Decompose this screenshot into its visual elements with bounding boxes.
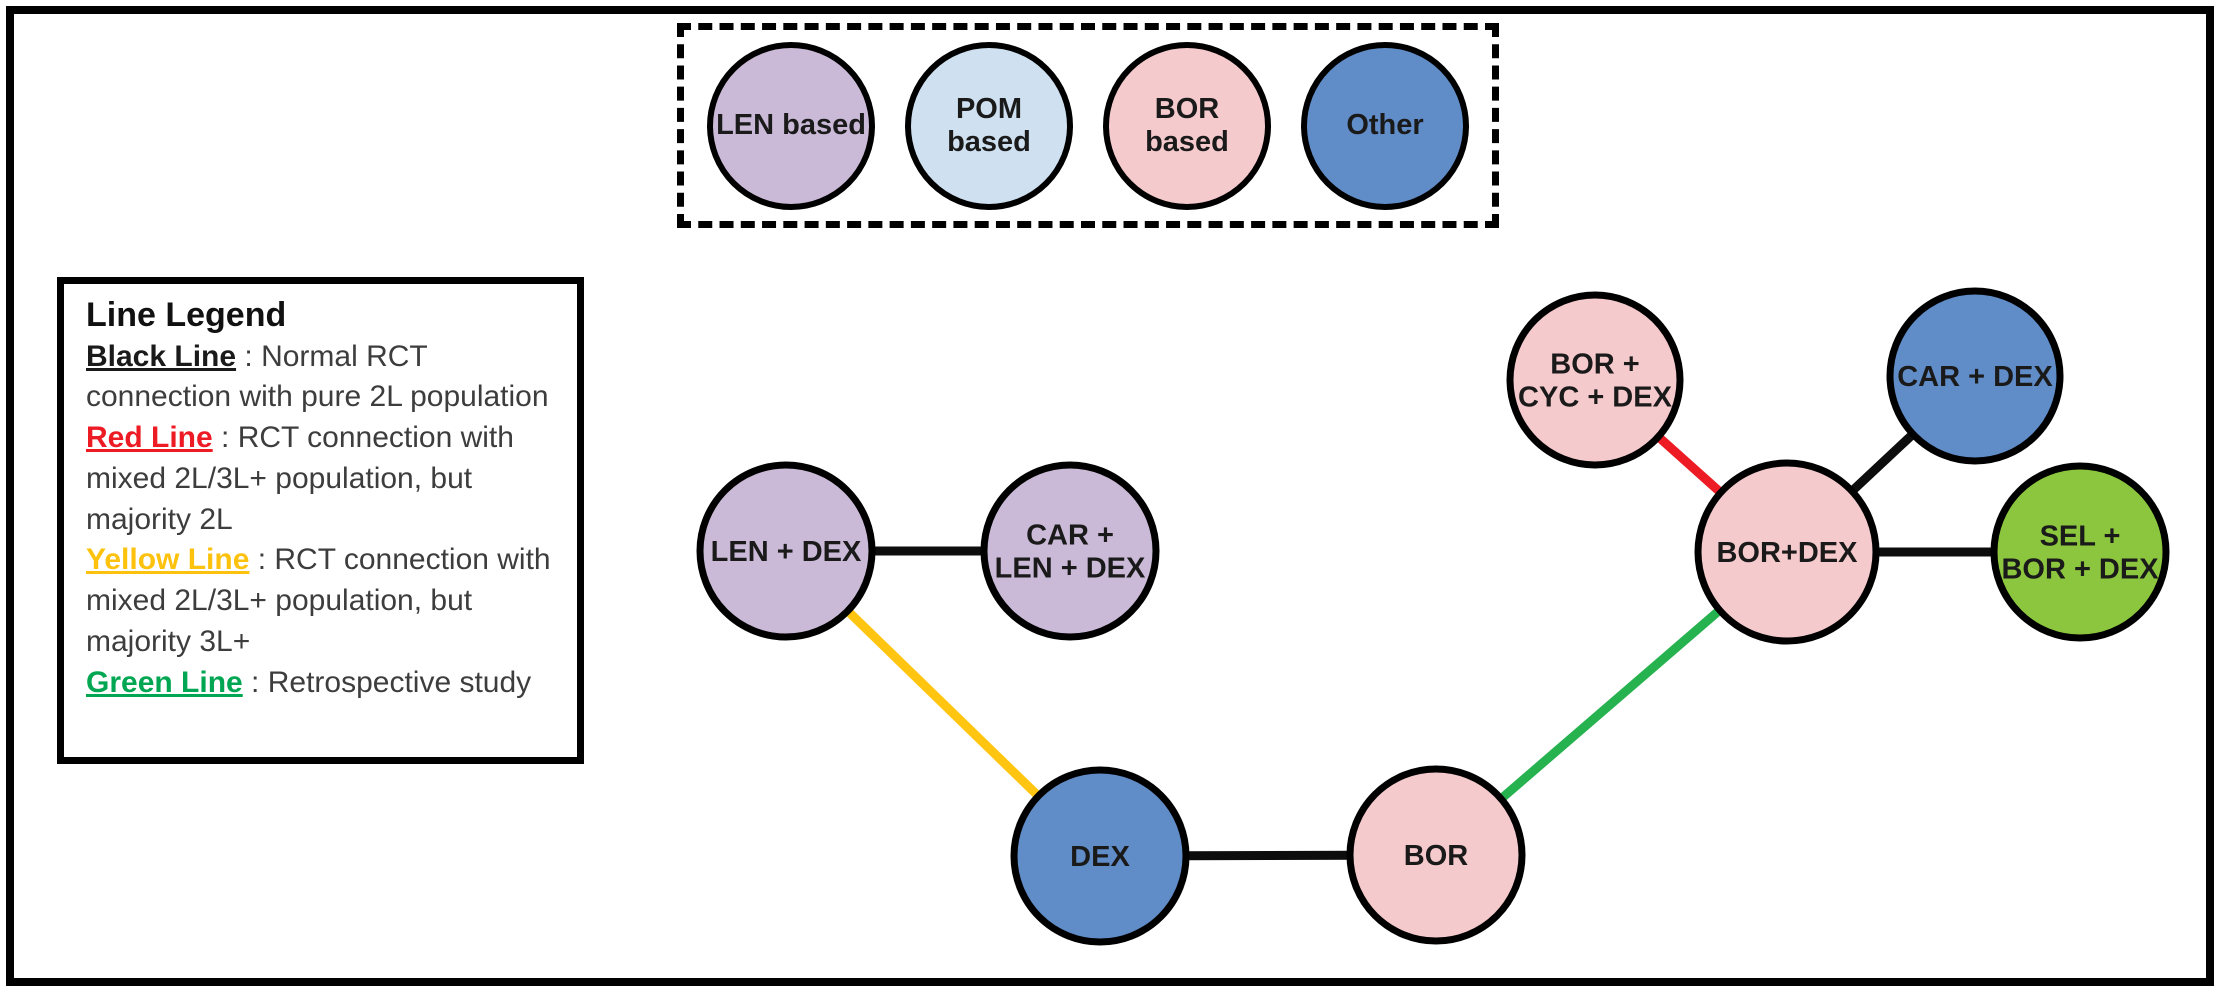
node-label: CAR +LEN + DEX <box>995 520 1146 585</box>
node-label: CAR + DEX <box>1897 361 2053 393</box>
node-car-dex: CAR + DEX <box>1886 287 2064 465</box>
node-label: BOR <box>1404 840 1469 872</box>
legend-term: Black Line <box>86 339 237 373</box>
node-bor-cyc-dex: BOR +CYC + DEX <box>1506 291 1684 469</box>
node-label: LEN + DEX <box>711 536 862 568</box>
node-car-len-dex: CAR +LEN + DEX <box>980 461 1160 641</box>
node-circle <box>1694 459 1880 645</box>
legend-term: Green Line <box>86 665 243 699</box>
node-label: DEX <box>1070 841 1130 873</box>
legend-description: : Normal RCT connection with pure 2L pop… <box>86 339 549 414</box>
category-circle-label: Other <box>1346 109 1424 141</box>
legend-entry-yellow-line: Yellow Line : RCT connection with mixed … <box>86 540 559 662</box>
legend-term: Yellow Line <box>86 543 250 577</box>
node-bor-dex: BOR+DEX <box>1694 459 1880 645</box>
node-label: BOR +CYC + DEX <box>1518 349 1673 414</box>
legend-description: : Retrospective study <box>242 665 532 699</box>
node-circle <box>696 461 876 641</box>
legend-entry-black-line: Black Line : Normal RCT connection with … <box>86 337 559 419</box>
node-label: SEL +BOR + DEX <box>2001 521 2159 586</box>
node-circle <box>1010 766 1190 946</box>
category-circle-pom-based: POM based <box>905 41 1073 210</box>
node-circle <box>1990 462 2170 642</box>
line-legend-box: Line Legend Black Line : Normal RCT conn… <box>57 277 584 764</box>
category-circle-label: LEN based <box>716 109 866 141</box>
legend-entry-red-line: Red Line : RCT connection with mixed 2L/… <box>86 418 559 540</box>
node-label: BOR+DEX <box>1716 537 1858 569</box>
legend-description: : RCT connection with mixed 2L/3L+ popul… <box>86 543 551 659</box>
category-circle-bor-based: BOR based <box>1103 41 1271 210</box>
category-circle-len-based: LEN based <box>707 41 875 210</box>
line-legend-entries: Black Line : Normal RCT connection with … <box>86 337 559 704</box>
node-circle <box>1506 291 1684 469</box>
node-dex: DEX <box>1010 766 1190 946</box>
line-legend-title: Line Legend <box>86 296 287 334</box>
node-circle <box>1346 765 1526 945</box>
legend-description: : RCT connection with mixed 2L/3L+ popul… <box>86 421 514 536</box>
category-circle-other: Other <box>1301 41 1469 210</box>
node-len-dex: LEN + DEX <box>696 461 876 641</box>
category-circle-label: POM based <box>947 92 1031 158</box>
category-circle-label: BOR based <box>1145 92 1229 158</box>
node-sel-bor-dex: SEL +BOR + DEX <box>1990 462 2170 642</box>
node-circle <box>1886 287 2064 465</box>
legend-entry-green-line: Green Line : Retrospective study <box>86 663 559 704</box>
node-category-legend: LEN based POM based BOR based Other <box>677 23 1499 228</box>
node-circle <box>980 461 1160 641</box>
node-bor: BOR <box>1346 765 1526 945</box>
legend-term: Red Line <box>86 421 213 455</box>
